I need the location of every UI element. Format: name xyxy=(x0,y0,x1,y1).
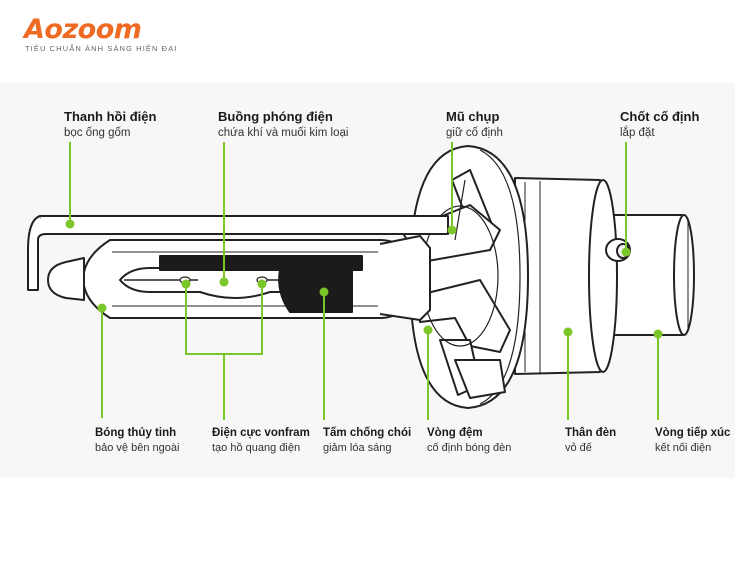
label-subtitle: vỏ đế xyxy=(565,442,592,454)
callout-dot xyxy=(65,219,75,229)
label-shield: Tấm chống chói giảm lóa sáng xyxy=(323,426,411,456)
brand-logo: Aozoom xyxy=(24,14,142,45)
anti-glare-shield xyxy=(159,255,363,313)
label-title: Buồng phóng điện xyxy=(218,109,333,124)
label-subtitle: bọc ống gốm xyxy=(64,127,131,139)
lamp-body xyxy=(514,177,618,375)
label-title: Thanh hồi điện xyxy=(64,109,157,124)
callout-dot xyxy=(447,225,457,235)
label-gasket: Vòng đệm cố định bóng đèn xyxy=(427,426,511,456)
label-title: Chốt cố định xyxy=(620,109,700,124)
callout-dot xyxy=(219,277,229,287)
label-title: Tấm chống chói xyxy=(323,427,412,439)
label-return-wire: Thanh hồi điện bọc ống gốm xyxy=(64,109,156,141)
label-subtitle: cố định bóng đèn xyxy=(427,442,512,454)
label-subtitle: chứa khí và muối kim loại xyxy=(218,127,349,139)
label-subtitle: giữ cố định xyxy=(446,127,503,139)
callout-dot xyxy=(423,325,433,335)
callout-dot xyxy=(319,287,329,297)
callout-dot xyxy=(97,303,107,313)
label-subtitle: giảm lóa sáng xyxy=(323,442,392,454)
label-subtitle: tạo hồ quang điện xyxy=(212,442,301,454)
label-arc-chamber: Buồng phóng điện chứa khí và muối kim lo… xyxy=(218,109,348,141)
label-glass-bulb: Bóng thủy tinh bảo vệ bên ngoài xyxy=(95,426,179,456)
callout-dot xyxy=(653,329,663,339)
label-electrodes: Điện cực vonfram tạo hồ quang điện xyxy=(212,426,310,456)
label-contact-ring: Vòng tiếp xúc kết nối điện xyxy=(655,426,730,456)
label-title: Vòng tiếp xúc xyxy=(655,427,731,439)
label-body: Thân đèn vỏ đế xyxy=(565,426,616,456)
callout-dot xyxy=(621,247,631,257)
label-locking-pin: Chốt cố định lắp đặt xyxy=(620,109,699,141)
label-title: Vòng đệm xyxy=(427,427,483,439)
callout-dot xyxy=(563,327,573,337)
label-title: Thân đèn xyxy=(565,427,617,439)
label-title: Bóng thủy tinh xyxy=(95,427,177,439)
label-cap: Mũ chụp giữ cố định xyxy=(446,109,503,141)
brand-tagline: TIÊU CHUẨN ÁNH SÁNG HIỆN ĐẠI xyxy=(25,44,178,53)
callout-dot xyxy=(257,279,267,289)
label-subtitle: kết nối điện xyxy=(655,442,712,454)
label-subtitle: lắp đặt xyxy=(620,127,655,139)
label-title: Mũ chụp xyxy=(446,109,500,124)
callout-dot xyxy=(181,279,191,289)
return-wire xyxy=(27,215,449,291)
label-subtitle: bảo vệ bên ngoài xyxy=(95,442,180,454)
label-title: Điện cực vonfram xyxy=(212,427,310,439)
